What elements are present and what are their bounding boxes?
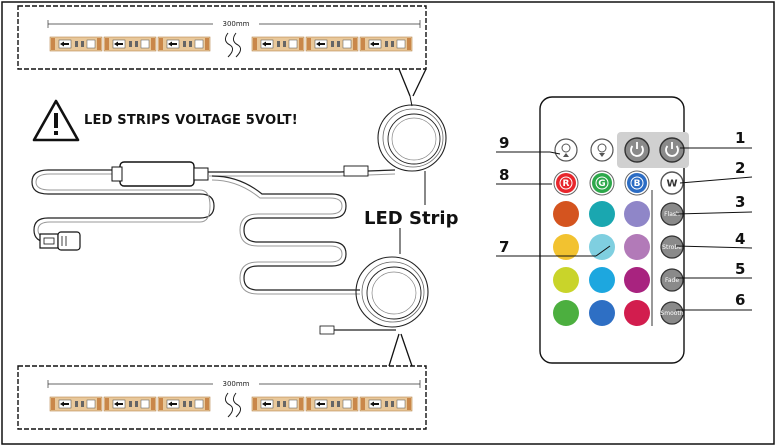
top-dimension-label: 300mm bbox=[223, 20, 250, 28]
off-icon[interactable] bbox=[624, 137, 650, 163]
brightness-down-icon[interactable] bbox=[590, 138, 614, 162]
callout-2: 2 bbox=[735, 159, 745, 177]
brightness-up-icon[interactable] bbox=[554, 138, 578, 162]
bottom-dimension-label: 300mm bbox=[223, 380, 250, 388]
led-segment bbox=[49, 396, 103, 412]
key-strobe[interactable]: Strobe bbox=[660, 235, 684, 259]
controller-box bbox=[111, 161, 209, 187]
key-r[interactable]: R bbox=[553, 170, 579, 196]
color-key[interactable] bbox=[624, 300, 650, 326]
key-w[interactable]: W bbox=[660, 171, 684, 195]
callout-6: 6 bbox=[735, 291, 745, 309]
strip-break-mark bbox=[224, 32, 242, 58]
led-segment bbox=[359, 36, 413, 52]
color-key[interactable] bbox=[553, 201, 579, 227]
led-segment bbox=[251, 36, 305, 52]
color-key[interactable] bbox=[553, 267, 579, 293]
color-key[interactable] bbox=[589, 234, 615, 260]
key-w-label: W bbox=[666, 179, 677, 190]
strip-label: LED Strip bbox=[364, 208, 459, 229]
key-flash-label: Flash bbox=[664, 211, 680, 218]
color-key[interactable] bbox=[589, 300, 615, 326]
led-segment bbox=[157, 396, 211, 412]
color-key[interactable] bbox=[589, 267, 615, 293]
key-fade-label: Fade bbox=[665, 277, 679, 284]
key-smooth-label: Smooth bbox=[660, 310, 683, 317]
key-g-label: G bbox=[598, 179, 605, 189]
strip-coil-bottom bbox=[319, 228, 429, 335]
cable-assembly: LED Strip bbox=[31, 95, 459, 335]
callout-8: 8 bbox=[499, 166, 509, 184]
key-fade[interactable]: Fade bbox=[660, 268, 684, 292]
callout-9: 9 bbox=[499, 134, 509, 152]
callout-7: 7 bbox=[499, 238, 509, 256]
power-icon[interactable] bbox=[659, 137, 685, 163]
warning-triangle-icon bbox=[32, 99, 80, 142]
led-segment bbox=[103, 396, 157, 412]
led-segment bbox=[157, 36, 211, 52]
color-key[interactable] bbox=[624, 201, 650, 227]
led-segment bbox=[359, 396, 413, 412]
led-segment bbox=[49, 36, 103, 52]
color-key[interactable] bbox=[624, 267, 650, 293]
led-segment bbox=[305, 36, 359, 52]
strip-break-mark bbox=[224, 392, 242, 418]
callouts: 9 8 7 1 2 3 4 5 6 bbox=[496, 129, 753, 311]
voltage-warning: LED STRIPS VOLTAGE 5VOLT! bbox=[32, 99, 298, 142]
callout-4: 4 bbox=[735, 230, 745, 248]
key-b-label: B bbox=[634, 179, 641, 189]
callout-5: 5 bbox=[735, 260, 745, 278]
key-strobe-label: Strobe bbox=[662, 244, 682, 251]
key-r-label: R bbox=[563, 179, 570, 189]
strip-coil-top bbox=[377, 95, 447, 205]
led-segment bbox=[103, 36, 157, 52]
color-key[interactable] bbox=[553, 300, 579, 326]
led-segment bbox=[251, 396, 305, 412]
top-strip-detail: 300mm bbox=[17, 5, 427, 97]
warning-text: LED STRIPS VOLTAGE 5VOLT! bbox=[84, 113, 298, 128]
key-g[interactable]: G bbox=[589, 170, 615, 196]
bottom-strip-detail: 300mm bbox=[17, 333, 427, 430]
key-smooth[interactable]: Smooth bbox=[660, 301, 684, 325]
callout-3: 3 bbox=[735, 193, 745, 211]
key-b[interactable]: B bbox=[624, 170, 650, 196]
callout-1: 1 bbox=[735, 129, 745, 147]
color-key[interactable] bbox=[553, 234, 579, 260]
color-key[interactable] bbox=[624, 234, 650, 260]
led-segment bbox=[305, 396, 359, 412]
usb-plug-icon bbox=[39, 231, 81, 251]
color-key[interactable] bbox=[589, 201, 615, 227]
